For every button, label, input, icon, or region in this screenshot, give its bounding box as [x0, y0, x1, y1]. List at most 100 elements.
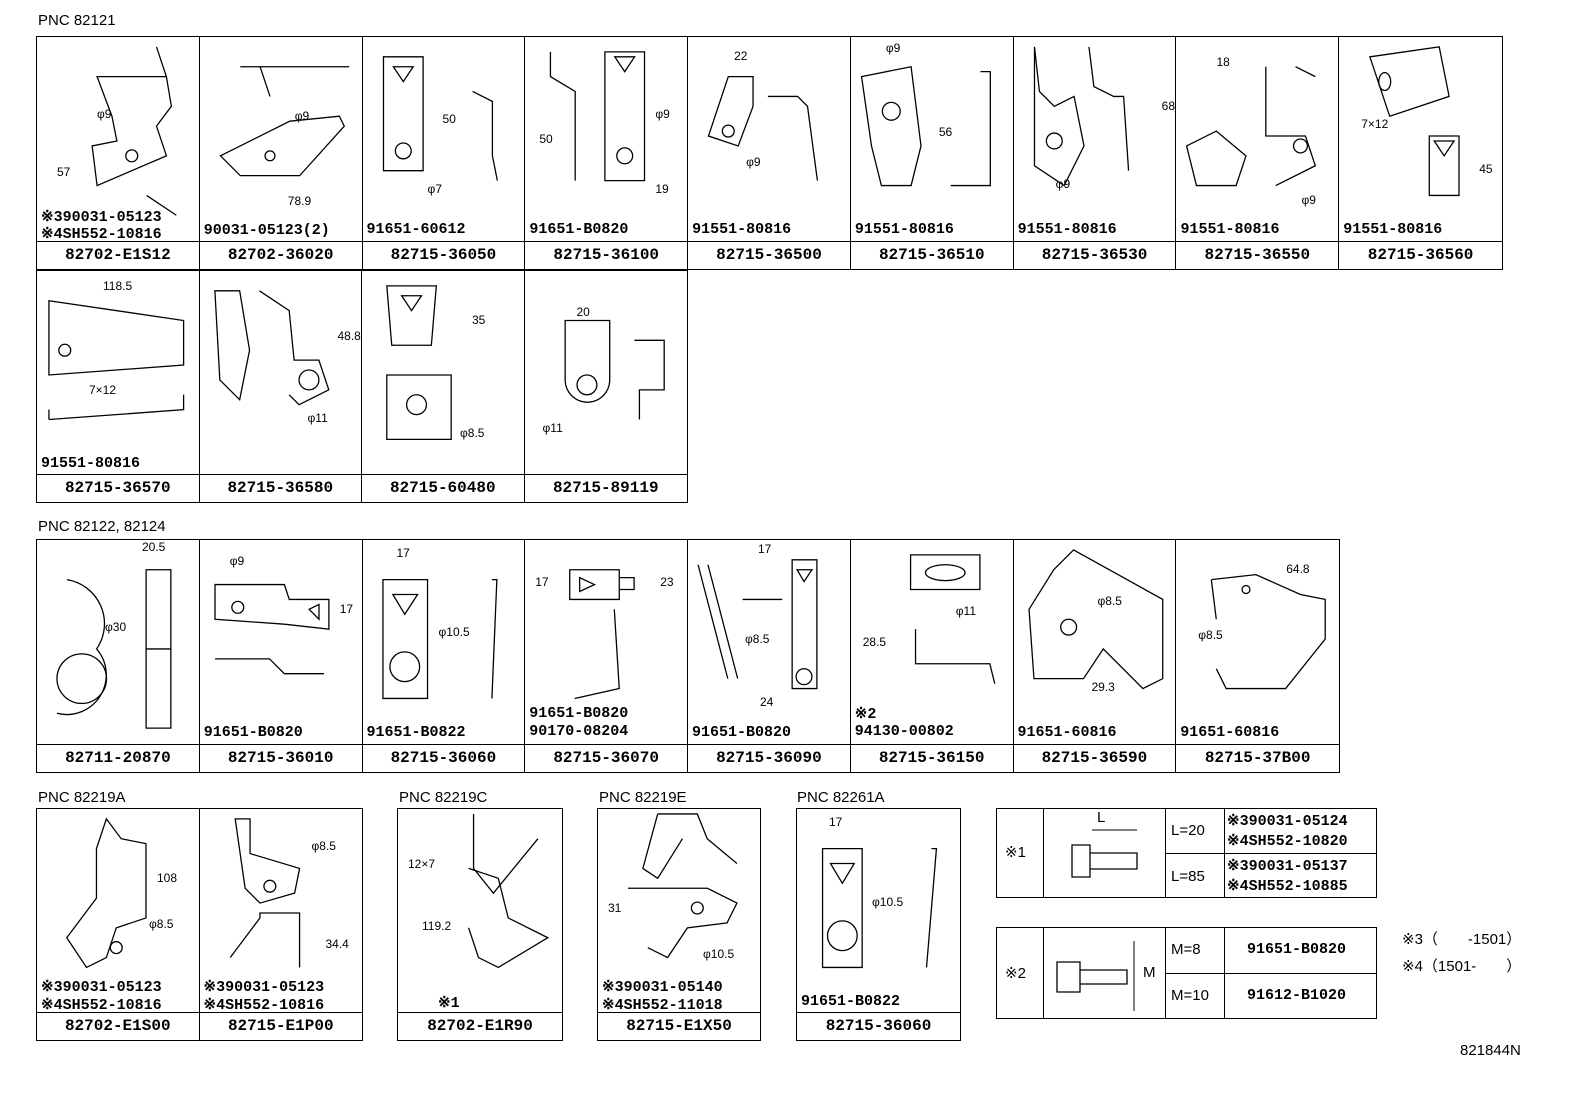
part-number: 82711-20870 — [37, 744, 199, 772]
bracket-drawing — [213, 290, 330, 406]
part-number: 82715-E1P00 — [199, 1012, 362, 1040]
bracket-drawing — [1186, 66, 1317, 187]
part-number: 82715-36150 — [850, 744, 1013, 772]
part-number: 82715-36570 — [37, 474, 199, 502]
bracket-drawing — [1033, 46, 1129, 187]
part-number: 82702-E1S12 — [37, 241, 199, 269]
bracket-drawing — [860, 65, 991, 187]
bracket-drawing — [909, 554, 996, 684]
part-number: 82715-36060 — [362, 744, 525, 772]
part-number: 82715-36070 — [525, 744, 687, 772]
section-title-82219a: PNC 82219A — [38, 789, 126, 806]
bracket-drawing — [550, 51, 646, 182]
bracket-drawing — [697, 559, 818, 690]
section-title-82121: PNC 82121 — [38, 12, 116, 29]
legend-bolt-length: ※1 L L=20 ※390031-05124 ※4SH552-10820 L=… — [996, 808, 1377, 898]
bracket-drawing — [48, 299, 185, 421]
bracket-drawing — [381, 578, 498, 700]
bracket-drawing — [91, 46, 177, 216]
part-number: 82715-37B00 — [1176, 744, 1339, 772]
bracket-drawing — [65, 817, 147, 969]
part-number: 82702-E1R90 — [398, 1012, 562, 1040]
section-title-82219e: PNC 82219E — [599, 789, 687, 806]
section-title-82261a: PNC 82261A — [797, 789, 885, 806]
part-number: 82715-36530 — [1013, 241, 1176, 269]
part-number: 82715-36510 — [850, 241, 1013, 269]
bracket-drawing — [382, 56, 498, 181]
bracket-drawing — [1210, 574, 1327, 690]
part-number: 82715-36050 — [362, 241, 525, 269]
note-3: ※3（ -1501） — [1402, 931, 1522, 948]
part-number: 82715-60480 — [362, 474, 524, 502]
bracket-drawing — [1027, 549, 1163, 690]
bracket-drawing — [386, 285, 452, 440]
part-number: 82715-89119 — [524, 474, 687, 502]
bracket-drawing — [229, 818, 300, 968]
bracket-drawing — [219, 66, 349, 177]
section-title-82219c: PNC 82219C — [399, 789, 488, 806]
bracket-drawing — [564, 319, 665, 420]
bracket-drawing — [707, 75, 819, 181]
part-number: 82715-36560 — [1339, 241, 1502, 269]
bracket-drawing — [821, 847, 938, 969]
bracket-drawing — [56, 569, 172, 729]
part-number: 82702-E1S00 — [37, 1012, 199, 1040]
part-number: 82715-36550 — [1176, 241, 1339, 269]
part-number: 82715-36090 — [688, 744, 850, 772]
part-number: 82715-36580 — [199, 474, 361, 502]
section-title-82122: PNC 82122, 82124 — [38, 518, 166, 535]
bracket-drawing — [569, 569, 635, 700]
bracket-drawing — [1369, 46, 1460, 197]
part-number: 82715-36010 — [199, 744, 362, 772]
bracket-drawing — [628, 813, 738, 959]
bolt-icon — [1056, 941, 1135, 1011]
legend-bolt-diameter: ※2 M M=8 91651-B0820 M=10 91612-B1020 — [996, 927, 1377, 1019]
bolt-icon — [1071, 829, 1138, 878]
legend-mark: ※2 — [1005, 965, 1026, 982]
part-number: 82702-36020 — [199, 241, 362, 269]
bracket-drawing — [468, 813, 550, 969]
legend-mark: ※1 — [1005, 844, 1026, 861]
part-number: 82715-36500 — [688, 241, 850, 269]
part-number: 82715-36590 — [1013, 744, 1176, 772]
part-number: 82715-36060 — [797, 1012, 960, 1040]
bracket-drawing — [214, 583, 330, 675]
note-4: ※4（1501- ） — [1402, 958, 1522, 975]
part-number: 82715-36100 — [525, 241, 688, 269]
figure-id: 821844N — [1460, 1042, 1521, 1059]
part-number: 82715-E1X50 — [598, 1012, 760, 1040]
